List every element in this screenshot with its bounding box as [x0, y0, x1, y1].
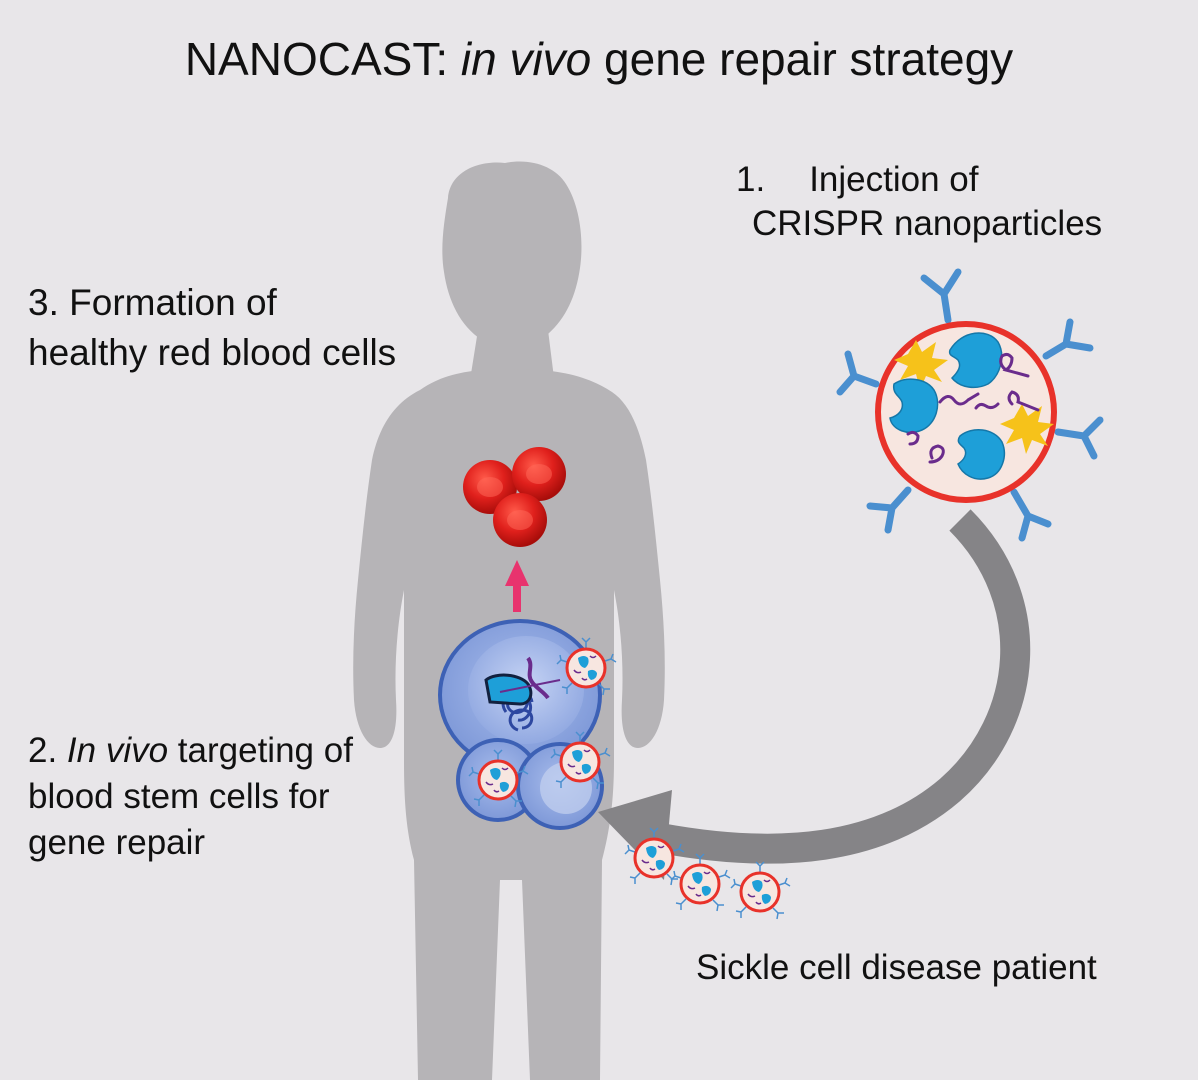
- step-2-line1-rest: targeting of: [168, 731, 353, 770]
- nanoparticle-small: [669, 852, 732, 913]
- step-1-line2: CRISPR nanoparticles: [752, 204, 1103, 243]
- title-italic: in vivo: [460, 33, 592, 85]
- patient-label: Sickle cell disease patient: [696, 948, 1097, 987]
- step-2-line2: blood stem cells for: [28, 777, 330, 816]
- title-rest: gene repair strategy: [591, 33, 1014, 85]
- crispr-nanoparticle: [836, 268, 1104, 542]
- step-3-line2: healthy red blood cells: [28, 332, 397, 373]
- step-1-line1: Injection of: [809, 160, 979, 199]
- formation-arrow: [505, 560, 529, 612]
- title-main: NANOCAST:: [184, 33, 461, 85]
- step-2-line3: gene repair: [28, 823, 206, 862]
- step-2-label: 2. In vivo targeting of blood stem cells…: [28, 728, 353, 866]
- step-1-label: 1. Injection of CRISPR nanoparticles: [736, 158, 1102, 246]
- step-1-number: 1.: [736, 160, 766, 199]
- step-3-label: 3. Formation of healthy red blood cells: [28, 278, 396, 378]
- step-3-line1: 3. Formation of: [28, 282, 277, 323]
- step-2-prefix: 2.: [28, 731, 67, 770]
- nanoparticle-small: [729, 860, 792, 921]
- step-2-italic: In vivo: [66, 731, 169, 770]
- red-blood-cells: [463, 447, 566, 547]
- diagram-title: NANOCAST: in vivo gene repair strategy: [0, 32, 1198, 86]
